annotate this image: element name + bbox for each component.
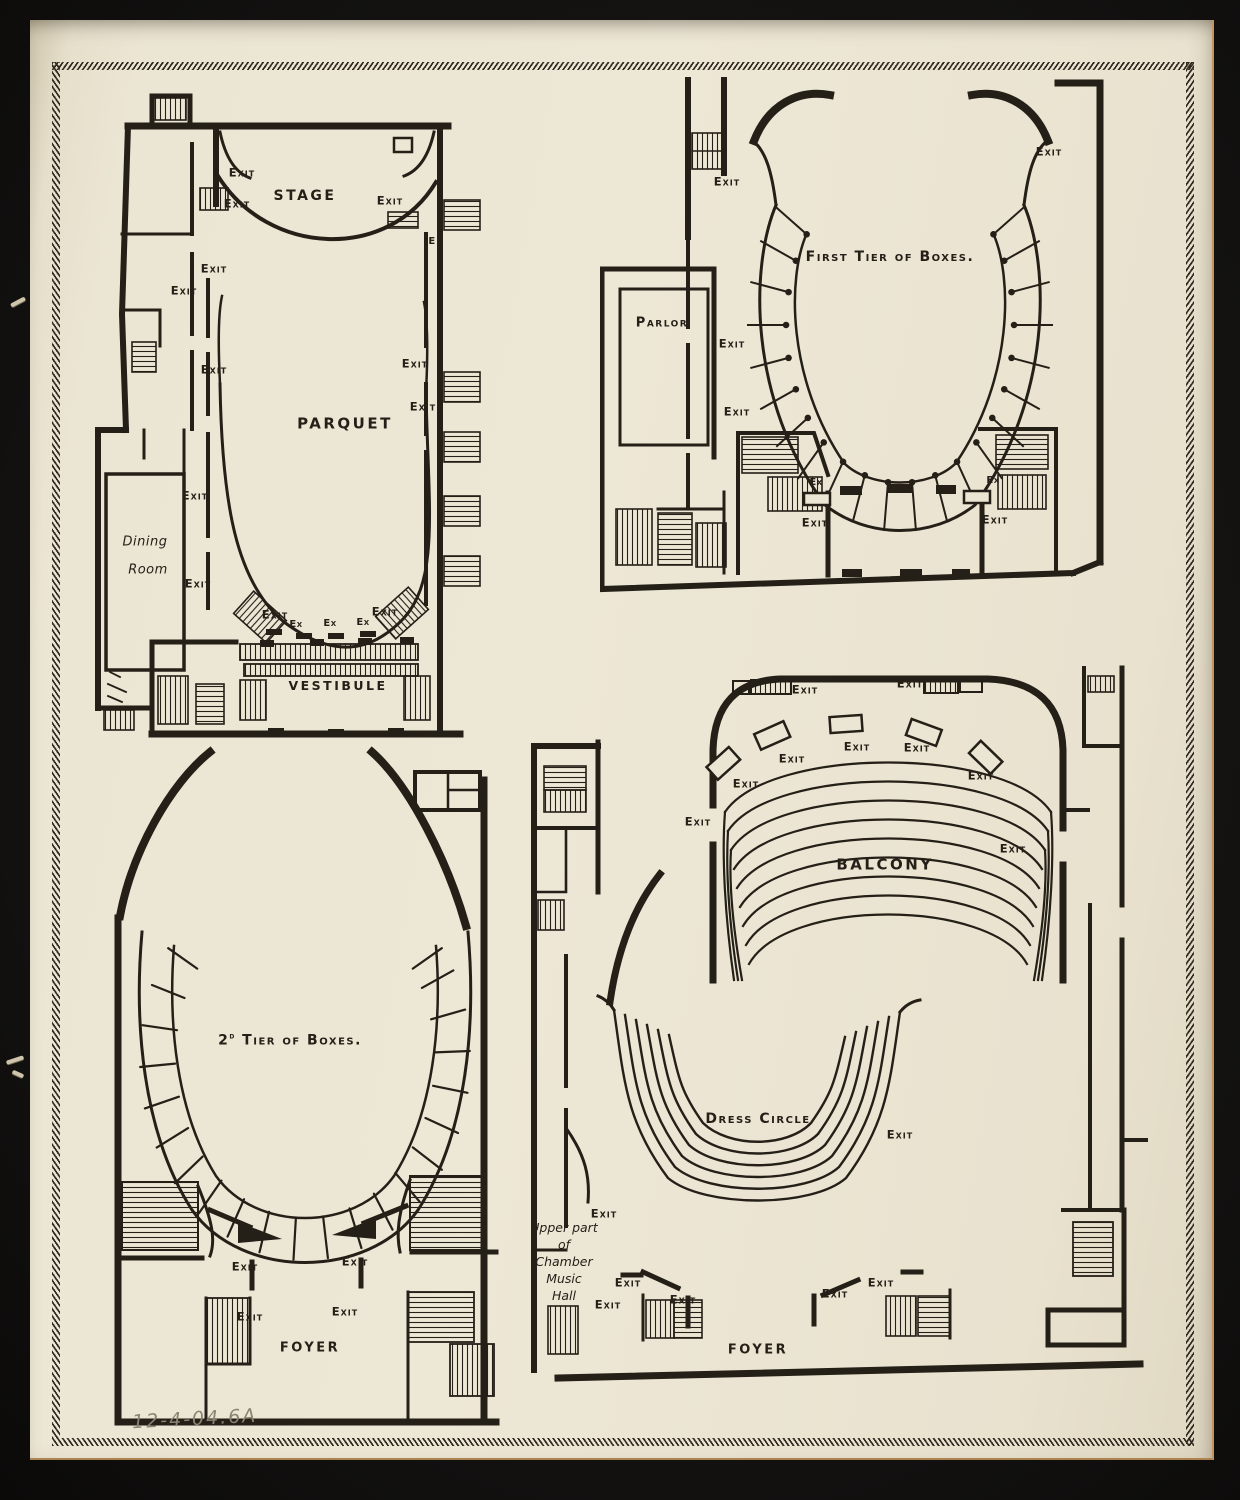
plan-first-tier-of-boxes: Exit Exit First Tier of Boxes. Parlor Ex… [600, 77, 1110, 642]
exit-label: Ex [356, 617, 370, 628]
exit-label: Exit [594, 1297, 622, 1312]
exit-label: Exit [1035, 144, 1063, 159]
exit-label: Exit [331, 1304, 359, 1319]
parquet-plan-drawing [95, 93, 481, 738]
exit-label: Exit [590, 1206, 618, 1221]
binding-thread [5, 1055, 25, 1065]
balcony-label: BALCONY [836, 855, 934, 874]
exit-label: Exit [409, 399, 437, 414]
exit-label: Exit [614, 1275, 642, 1290]
exit-label: Exit [903, 740, 931, 755]
dining-room-label: Dining [122, 534, 168, 550]
exit-label: Exit [170, 283, 198, 298]
exit-label: Exit [236, 1309, 264, 1324]
exit-label: Exit [371, 604, 399, 619]
second-tier-title: 2d Tier of Boxes. [218, 1031, 362, 1049]
border-left [52, 62, 60, 1446]
first-tier-title: First Tier of Boxes. [805, 249, 975, 265]
exit-label: Exit [801, 515, 829, 530]
exit-label: Exit [821, 1286, 849, 1301]
exit-label: Exit [684, 814, 712, 829]
scanned-program-page: STAGE Exit Exit Exit E Exit Exit Exit Ex… [30, 20, 1214, 1460]
exit-label: Ex [986, 475, 1000, 486]
parquet-label: PARQUET [297, 414, 393, 433]
exit-label: Exit [341, 1254, 369, 1269]
exit-label: Exit [376, 193, 404, 208]
exit-label: Exit [200, 362, 228, 377]
exit-label: Exit [184, 576, 212, 591]
exit-label: Ex [323, 618, 337, 629]
foyer-label: FOYER [727, 1342, 789, 1358]
exit-label: Exit [718, 336, 746, 351]
stage-label: STAGE [273, 188, 337, 204]
binding-thread [11, 1069, 25, 1079]
balcony-plan-drawing [531, 665, 1148, 1382]
chamber-music-hall-note: Upper part of Chamber Music Hall [530, 1220, 598, 1303]
dining-room-label: Room [128, 562, 168, 578]
exit-label: Exit [669, 1292, 697, 1307]
plan-second-tier-of-boxes: 2d Tier of Boxes. Exit Exit Exit Exit FO… [110, 740, 505, 1430]
exit-label: Ex [809, 477, 823, 488]
dress-circle-label: Dress Circle [705, 1111, 811, 1127]
exit-label: Exit [867, 1275, 895, 1290]
exit-label: Exit [228, 165, 256, 180]
plan-balcony-dress-circle: Exit Exit Exit Exit Exit Exit Exit Exit … [528, 650, 1148, 1390]
vestibule-label: VESTIBULE [288, 677, 388, 693]
second-tier-plan-drawing [114, 746, 500, 1426]
exit-label: Exit [401, 356, 429, 371]
exit-label: Exit [261, 607, 289, 622]
border-top [52, 62, 1194, 70]
border-right [1186, 62, 1194, 1446]
exit-label: Exit [896, 676, 924, 691]
exit-label: Exit [791, 682, 819, 697]
binding-thread [9, 296, 27, 308]
exit-label: Exit [967, 768, 995, 783]
exit-label: Exit [713, 174, 741, 189]
exit-label: Exit [723, 404, 751, 419]
exit-label: Exit [181, 488, 209, 503]
exit-label: Exit [999, 841, 1027, 856]
exit-label: Exit [981, 512, 1009, 527]
exit-label: Exit [223, 196, 251, 211]
foyer-label: FOYER [279, 1340, 341, 1356]
first-tier-plan-drawing [600, 77, 1104, 593]
exit-label: Exit [200, 261, 228, 276]
exit-label: Exit [732, 776, 760, 791]
plan-parquet-level: STAGE Exit Exit Exit E Exit Exit Exit Ex… [88, 84, 508, 749]
exit-label: Exit [778, 751, 806, 766]
parlor-label: Parlor [635, 315, 689, 331]
exit-label: Exit [886, 1127, 914, 1142]
exit-label: Ex [289, 619, 303, 630]
border-bottom [52, 1438, 1194, 1446]
exit-label: Exit [231, 1259, 259, 1274]
exit-label: Exit [843, 739, 871, 754]
exit-label: E [428, 236, 436, 247]
